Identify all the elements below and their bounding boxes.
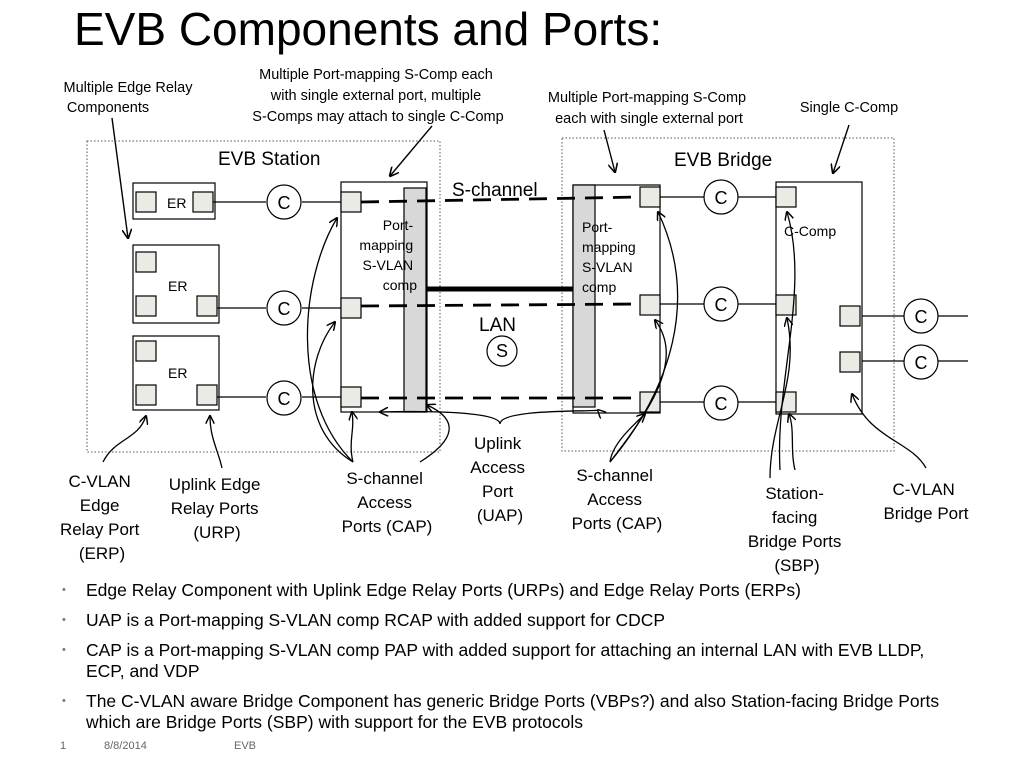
page-title: EVB Components and Ports: — [74, 3, 663, 55]
svg-text:C: C — [915, 353, 928, 373]
sbp-port — [775, 294, 797, 316]
cap-station-label: S-channel Access Ports (CAP) — [342, 469, 433, 536]
c-circle — [703, 286, 739, 322]
er-label: ER — [167, 195, 186, 211]
c-circle — [266, 290, 302, 326]
evb-diagram: Multiple Edge Relay Components Multiple … — [60, 67, 969, 575]
c-circle — [266, 184, 302, 220]
station-portmap-svlan-comp: Port- mapping S-VLAN comp — [340, 181, 428, 413]
bullet-item: Edge Relay Component with Uplink Edge Re… — [62, 580, 962, 601]
ccomp-label: C-Comp — [784, 223, 836, 239]
urp-port — [196, 384, 218, 406]
page-number: 1 — [60, 740, 67, 752]
bullet-item: CAP is a Port-mapping S-VLAN comp PAP wi… — [62, 640, 962, 682]
s-channel-label: S-channel — [452, 180, 538, 201]
cap-port — [340, 191, 362, 213]
callout-multiple-pm-scomp-station: Multiple Port-mapping S-Comp each with s… — [252, 67, 503, 125]
sbp-port — [775, 391, 797, 413]
c-circle — [903, 298, 939, 334]
svg-text:C: C — [715, 295, 728, 315]
svg-text:Port- mapping S-VL: Port- mapping S-VLAN comp — [582, 219, 640, 295]
lan-label: LAN — [479, 315, 516, 336]
cap-port — [340, 297, 362, 319]
callout-multiple-pm-scomp-bridge: Multiple Port-mapping S-Comp each with s… — [548, 90, 750, 127]
bullet-item: The C-VLAN aware Bridge Component has ge… — [62, 691, 962, 733]
uap-label: Uplink Access Port (UAP) — [470, 434, 530, 525]
cvlan-bridge-port — [839, 351, 861, 373]
sbp-label: Station- facing Bridge Ports (SBP) — [748, 484, 846, 575]
evb-station-label: EVB Station — [218, 149, 320, 170]
erp-port — [135, 251, 157, 273]
bullet-list: Edge Relay Component with Uplink Edge Re… — [62, 580, 962, 742]
svg-text:Port- mapping S-VL: Port- mapping S-VLAN comp — [359, 217, 417, 293]
slide-footer: 1 8/8/2014 EVB — [0, 740, 400, 760]
c-circle — [703, 385, 739, 421]
erp-port — [135, 384, 157, 406]
evb-bridge-box — [561, 137, 895, 452]
svg-text:C: C — [915, 307, 928, 327]
station-links — [213, 201, 341, 398]
svg-text:C: C — [278, 193, 291, 213]
bridge-c-circles: C C C C C — [703, 179, 939, 421]
callout-arrow-station-scomp — [390, 125, 433, 176]
bridge-uap-bar — [572, 184, 596, 408]
port-label-arrows — [102, 212, 927, 479]
c-circle — [266, 380, 302, 416]
bullet-item: UAP is a Port-mapping S-VLAN comp RCAP w… — [62, 610, 962, 631]
cap-port — [639, 186, 661, 208]
urp-label: Uplink Edge Relay Ports (URP) — [169, 475, 265, 542]
svg-text:C: C — [278, 389, 291, 409]
evb-station-box — [86, 140, 441, 453]
urp-port — [196, 295, 218, 317]
c-circle — [903, 344, 939, 380]
cap-port — [340, 386, 362, 408]
sbp-port — [775, 186, 797, 208]
edge-relay-2: ER — [132, 244, 220, 324]
callout-single-ccomp: Single C-Comp — [800, 100, 898, 116]
bridge-portmap-svlan-comp: Port- mapping S-VLAN comp — [572, 184, 661, 414]
evb-bridge-label: EVB Bridge — [674, 150, 772, 171]
erp-port — [135, 191, 157, 213]
svg-text:S: S — [496, 341, 508, 361]
erp-port — [135, 295, 157, 317]
erp-port — [135, 340, 157, 362]
cvlan-bridge-port — [839, 305, 861, 327]
svg-text:C: C — [278, 299, 291, 319]
footer-date: 8/8/2014 — [104, 740, 147, 752]
s-vlan-circle — [486, 335, 518, 367]
svg-text:C: C — [715, 188, 728, 208]
erp-label: C-VLAN Edge Relay Port (ERP) — [60, 472, 144, 563]
callout-arrow-edge-relay — [111, 117, 128, 238]
c-circle — [703, 179, 739, 215]
s-channel-lines — [360, 195, 641, 400]
cap-bridge-label: S-channel Access Ports (CAP) — [572, 466, 663, 533]
cvlan-bridge-port-label: C-VLAN Bridge Port — [883, 480, 968, 523]
station-c-circles: C C C — [266, 184, 302, 416]
edge-relay-3: ER — [132, 335, 220, 411]
callout-arrow-ccomp — [833, 124, 850, 173]
callout-arrow-bridge-scomp — [603, 129, 615, 172]
er-label: ER — [168, 365, 187, 381]
cap-port — [639, 294, 661, 316]
callout-multiple-edge-relay: Multiple Edge Relay Components — [64, 80, 197, 116]
svg-text:C: C — [715, 394, 728, 414]
footer-label: EVB — [234, 740, 257, 752]
er-label: ER — [168, 278, 187, 294]
edge-relay-1: ER — [132, 182, 216, 220]
urp-port — [192, 191, 214, 213]
bridge-links — [660, 196, 968, 403]
